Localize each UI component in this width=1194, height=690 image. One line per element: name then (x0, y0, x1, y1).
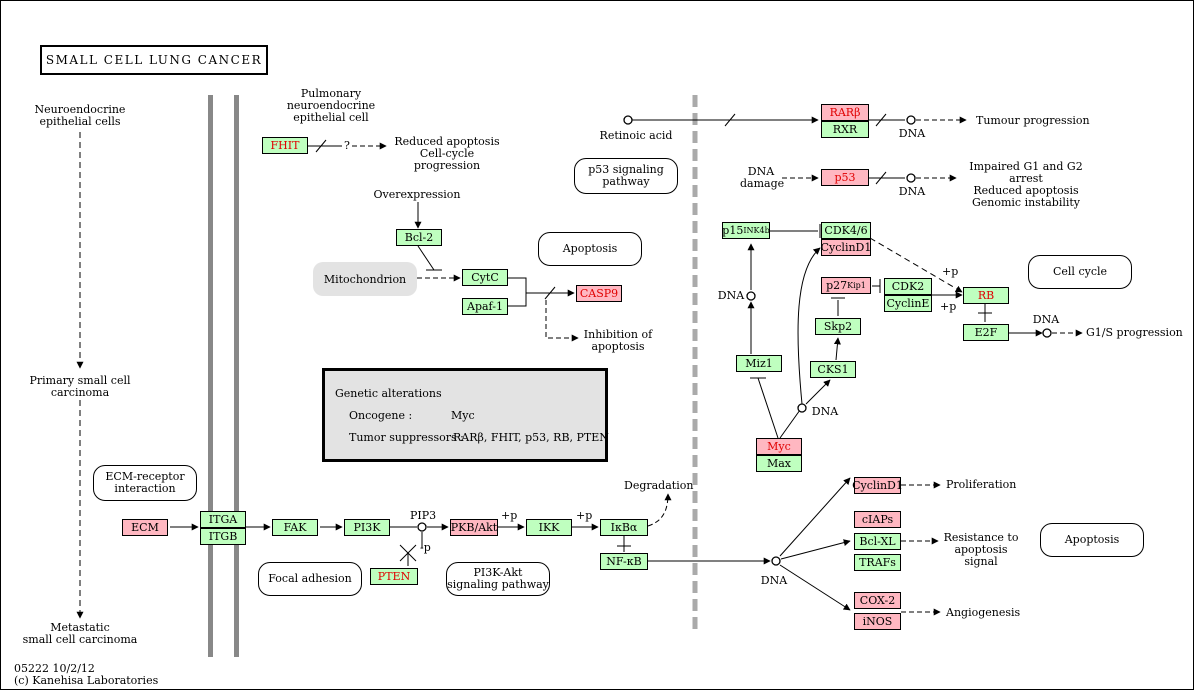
map-apoptosis-top[interactable]: Apoptosis (538, 232, 642, 266)
gene-p15-superscript: INK4b (743, 226, 770, 235)
gene-miz1[interactable]: Miz1 (736, 355, 782, 372)
phosphorylation-label: +p (501, 509, 518, 522)
gene-cyclind1-target[interactable]: CyclinD1 (852, 477, 903, 494)
gene-cks1[interactable]: CKS1 (810, 361, 856, 378)
mitochondrion: Mitochondrion (313, 262, 417, 296)
gene-bcl2[interactable]: Bcl-2 (396, 229, 442, 246)
gene-fhit[interactable]: FHIT (262, 137, 308, 154)
dna-label: DNA (717, 289, 745, 302)
impaired-arrest-label: Impaired G1 and G2 arrest Reduced apopto… (969, 160, 1083, 209)
gene-skp2[interactable]: Skp2 (815, 318, 861, 335)
gene-max[interactable]: Max (756, 455, 802, 472)
retinoic-acid-label: Retinoic acid (599, 129, 673, 142)
map-p53-signaling[interactable]: p53 signaling pathway (574, 158, 678, 194)
overexpression-label: Overexpression (373, 188, 461, 201)
map-cell-cycle[interactable]: Cell cycle (1028, 255, 1132, 289)
dna-node (1042, 328, 1052, 338)
gene-cycline[interactable]: CyclinE (884, 295, 932, 312)
tumour-progression-label: Tumour progression (976, 114, 1090, 127)
dna-label: DNA (898, 185, 926, 198)
diagram-title: SMALL CELL LUNG CANCER (40, 45, 268, 75)
suppressor-value: RARβ, FHIT, p53, RB, PTEN (453, 431, 609, 444)
unknown-mark: ? (344, 139, 350, 152)
dna-label: DNA (1032, 313, 1060, 326)
gene-fak[interactable]: FAK (272, 519, 318, 536)
gene-myc[interactable]: Myc (756, 438, 802, 455)
dna-damage-label: DNA damage (740, 165, 785, 190)
gene-trafs[interactable]: TRAFs (854, 554, 901, 571)
gene-cyclind1-nucleus[interactable]: CyclinD1 (820, 239, 872, 256)
proliferation-label: Proliferation (946, 478, 1017, 491)
gene-inos[interactable]: iNOS (854, 613, 901, 630)
gene-pkb-akt[interactable]: PKB/Akt (450, 519, 498, 536)
membrane-bar-left (208, 95, 213, 657)
genetic-heading: Genetic alterations (335, 387, 442, 400)
gene-rb[interactable]: RB (963, 287, 1009, 304)
gene-ecm[interactable]: ECM (122, 519, 168, 536)
genetic-alterations-box: Genetic alterations Oncogene : Myc Tumor… (322, 368, 609, 462)
resistance-label: Resistance to apoptosis signal (943, 531, 1019, 568)
neuroendocrine-label: Neuroendocrine epithelial cells (34, 103, 126, 128)
phosphorylation-label: +p (942, 265, 959, 278)
gene-e2f[interactable]: E2F (963, 324, 1009, 341)
map-focal-adhesion[interactable]: Focal adhesion (258, 562, 362, 596)
metastatic-label: Metastatic small cell carcinoma (22, 621, 138, 646)
gene-itga[interactable]: ITGA (200, 511, 246, 528)
suppressor-label: Tumor suppressors : (349, 431, 464, 444)
retinoic-acid-node (623, 115, 633, 125)
dna-label: DNA (811, 405, 839, 418)
dna-node (906, 173, 916, 183)
gene-p15-name: p15 (722, 224, 744, 237)
gene-cytc[interactable]: CytC (462, 269, 508, 286)
reduced-apoptosis-label: Reduced apoptosis Cell-cycle progression (394, 135, 500, 172)
gene-ikba[interactable]: IκBα (600, 519, 648, 536)
dephosphorylation-label: -p (420, 541, 431, 554)
gene-itgb[interactable]: ITGB (200, 528, 246, 545)
map-pi3k-akt[interactable]: PI3K-Akt signaling pathway (446, 562, 550, 596)
angiogenesis-label: Angiogenesis (946, 606, 1021, 619)
oncogene-label: Oncogene : (349, 409, 413, 422)
gene-nfkb[interactable]: NF-κB (600, 553, 648, 570)
g1s-progression-label: G1/S progression (1086, 326, 1183, 339)
dna-label: DNA (898, 127, 926, 140)
gene-bclxl[interactable]: Bcl-XL (854, 533, 901, 550)
gene-p27-name: p27 (826, 279, 848, 292)
map-apoptosis-bottom[interactable]: Apoptosis (1040, 523, 1144, 557)
gene-p53[interactable]: p53 (821, 169, 869, 186)
gene-cdk2[interactable]: CDK2 (884, 278, 932, 295)
degradation-label: Degradation (624, 479, 694, 492)
map-ecm-receptor[interactable]: ECM-receptor interaction (93, 465, 197, 501)
gene-cdk46[interactable]: CDK4/6 (821, 222, 871, 239)
gene-pten[interactable]: PTEN (370, 568, 418, 585)
gene-rarb[interactable]: RARβ (821, 104, 869, 121)
map-id-date: 05222 10/2/12 (14, 662, 95, 675)
pulmonary-cell-label: Pulmonary neuroendocrine epithelial cell (286, 87, 376, 124)
phosphorylation-label: +p (576, 509, 593, 522)
dna-node (906, 115, 916, 125)
dna-node (797, 403, 807, 413)
phosphorylation-label: +p (940, 300, 957, 313)
copyright: (c) Kanehisa Laboratories (14, 674, 159, 687)
oncogene-value: Myc (451, 409, 475, 422)
gene-apaf1[interactable]: Apaf-1 (462, 298, 508, 315)
inhibition-apoptosis-label: Inhibition of apoptosis (583, 328, 653, 353)
gene-pi3k[interactable]: PI3K (344, 519, 390, 536)
pip3-label: PIP3 (410, 509, 437, 522)
dna-label: DNA (760, 574, 788, 587)
gene-p27-superscript: Kip1 (847, 281, 866, 290)
gene-ciaps[interactable]: cIAPs (854, 511, 901, 528)
dna-node (771, 556, 781, 566)
dna-node (746, 291, 756, 301)
gene-ikk[interactable]: IKK (526, 519, 572, 536)
membrane-bar-right (234, 95, 239, 657)
primary-carcinoma-label: Primary small cell carcinoma (29, 374, 131, 399)
gene-casp9[interactable]: CASP9 (576, 285, 622, 302)
pip3-node (417, 522, 427, 532)
gene-cox2[interactable]: COX-2 (854, 592, 901, 609)
gene-rxr[interactable]: RXR (821, 121, 869, 138)
